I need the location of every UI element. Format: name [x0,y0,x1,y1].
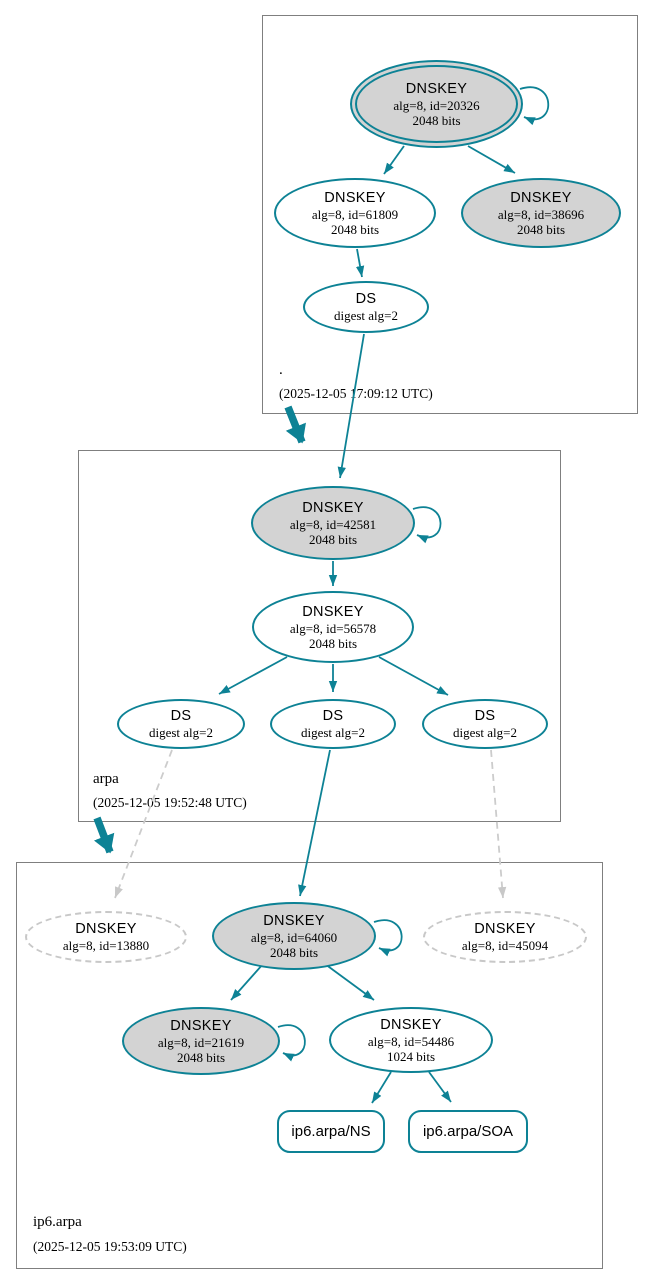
zone-box-ip6-arpa: ip6.arpa (2025-12-05 19:53:09 UTC) [16,862,603,1269]
node-rrset-ip6-arpa-ns[interactable]: ip6.arpa/NS [277,1110,385,1153]
node-dnskey-64060-ksk[interactable]: DNSKEY alg=8, id=64060 2048 bits [212,902,376,970]
node-ds-arpa-right[interactable]: DS digest alg=2 [422,699,548,749]
node-dnskey-21619[interactable]: DNSKEY alg=8, id=21619 2048 bits [122,1007,280,1075]
node-dnskey-56578[interactable]: DNSKEY alg=8, id=56578 2048 bits [252,591,414,663]
node-dnskey-20326-ksk[interactable]: DNSKEY alg=8, id=20326 2048 bits [350,60,523,148]
node-dnskey-54486[interactable]: DNSKEY alg=8, id=54486 1024 bits [329,1007,493,1073]
node-dnskey-42581-ksk[interactable]: DNSKEY alg=8, id=42581 2048 bits [251,486,415,560]
edge-delegation-arpa-to-ip6-arpa [93,816,115,854]
node-dnskey-13880-missing[interactable]: DNSKEY alg=8, id=13880 [25,911,187,963]
node-dnskey-61809[interactable]: DNSKEY alg=8, id=61809 2048 bits [274,178,436,248]
zone-label-ip6-arpa: ip6.arpa [33,1214,82,1230]
node-dnskey-38696[interactable]: DNSKEY alg=8, id=38696 2048 bits [461,178,621,248]
zone-timestamp-ip6-arpa: (2025-12-05 19:53:09 UTC) [33,1239,187,1254]
node-dnskey-45094-missing[interactable]: DNSKEY alg=8, id=45094 [423,911,587,963]
node-rrset-ip6-arpa-soa[interactable]: ip6.arpa/SOA [408,1110,528,1153]
node-ds-arpa-mid[interactable]: DS digest alg=2 [270,699,396,749]
node-ds-root[interactable]: DS digest alg=2 [303,281,429,333]
zone-timestamp-root: (2025-12-05 17:09:12 UTC) [279,386,433,401]
zone-label-root: . [279,362,283,378]
node-ds-arpa-left[interactable]: DS digest alg=2 [117,699,245,749]
zone-label-arpa: arpa [93,771,119,787]
zone-timestamp-arpa: (2025-12-05 19:52:48 UTC) [93,795,247,810]
